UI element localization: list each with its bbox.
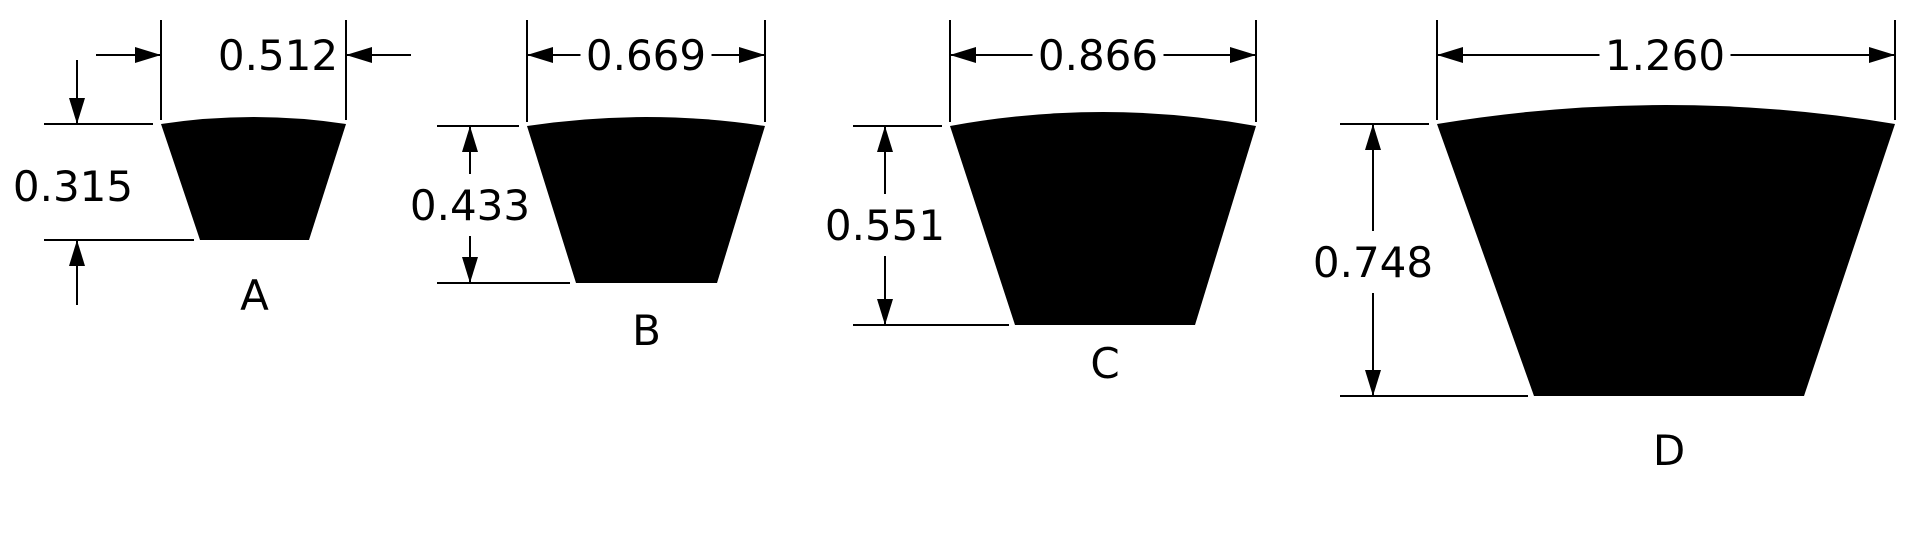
height-arrow-top-b <box>462 126 478 152</box>
width-arrow-left-a <box>135 47 161 63</box>
section-label-c: C <box>1090 339 1119 388</box>
top-width-value-c: 0.866 <box>1038 31 1158 80</box>
belt-profile-a <box>161 117 346 240</box>
width-arrow-left-b <box>527 47 553 63</box>
height-value-d: 0.748 <box>1313 238 1433 287</box>
belt-profile-b <box>527 117 765 283</box>
width-arrow-right-b <box>739 47 765 63</box>
height-arrow-bottom-a <box>69 240 85 266</box>
width-arrow-left-d <box>1437 47 1463 63</box>
belt-section-d: D 1.260 0.748 <box>1313 20 1896 475</box>
top-width-value-b: 0.669 <box>586 31 706 80</box>
belt-section-c: C 0.866 0.551 <box>825 20 1257 388</box>
belt-profile-d <box>1437 105 1895 396</box>
height-arrow-top-a <box>69 98 85 124</box>
height-arrow-bottom-b <box>462 257 478 283</box>
width-arrow-right-c <box>1230 47 1256 63</box>
width-arrow-right-d <box>1869 47 1895 63</box>
section-label-a: A <box>240 271 269 320</box>
belt-profile-c <box>950 112 1256 325</box>
height-arrow-top-c <box>877 126 893 152</box>
width-arrow-left-c <box>950 47 976 63</box>
section-label-b: B <box>632 306 661 355</box>
belt-section-a: A 0.512 0.315 <box>13 20 411 320</box>
height-arrow-top-d <box>1365 124 1381 150</box>
height-arrow-bottom-d <box>1365 370 1381 396</box>
height-arrow-bottom-c <box>877 299 893 325</box>
top-width-value-a: 0.512 <box>218 31 338 80</box>
belt-section-b: B 0.669 0.433 <box>410 20 766 355</box>
height-value-c: 0.551 <box>825 201 945 250</box>
width-arrow-right-a <box>346 47 372 63</box>
section-label-d: D <box>1653 426 1685 475</box>
height-value-b: 0.433 <box>410 181 530 230</box>
top-width-value-d: 1.260 <box>1605 31 1725 80</box>
height-value-a: 0.315 <box>13 162 133 211</box>
